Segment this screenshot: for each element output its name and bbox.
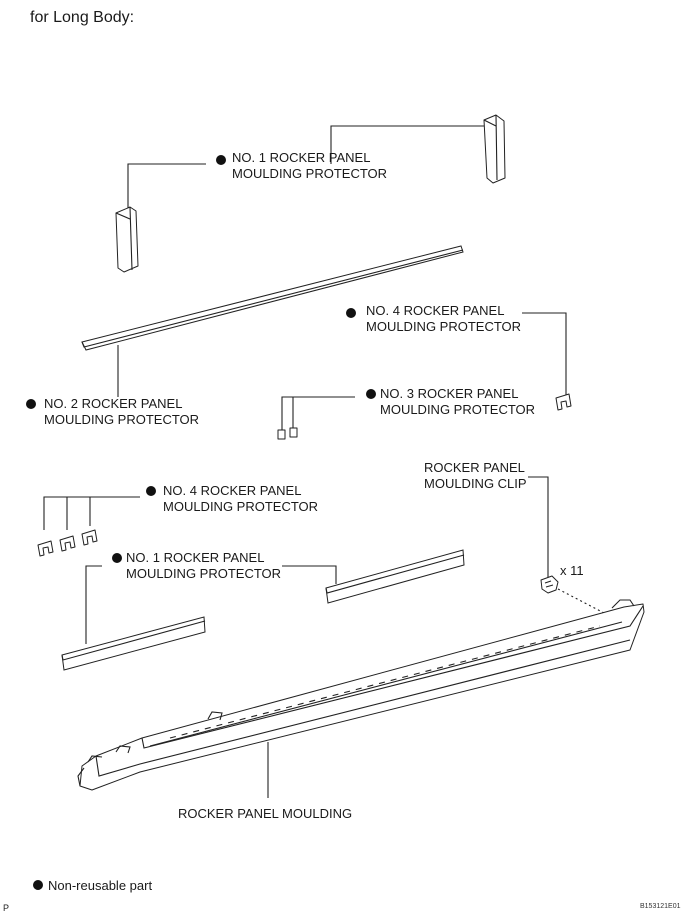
non-reusable-bullet-icon	[112, 553, 122, 563]
leader-line	[85, 565, 102, 644]
label-line: MOULDING PROTECTOR	[380, 402, 535, 417]
no4-protector-left-group: NO. 4 ROCKER PANEL MOULDING PROTECTOR	[37, 483, 318, 557]
legend-text: Non-reusable part	[48, 878, 152, 893]
label-line: NO. 1 ROCKER PANEL	[126, 550, 264, 565]
no4-clip-piece	[59, 535, 76, 552]
no4-clip-piece	[555, 393, 572, 411]
non-reusable-bullet-icon	[216, 155, 226, 165]
label-line: NO. 2 ROCKER PANEL	[44, 396, 182, 411]
non-reusable-bullet-icon	[346, 308, 356, 318]
protector-piece-left	[115, 206, 139, 273]
non-reusable-bullet-icon	[33, 880, 43, 890]
footer-letter: P	[3, 903, 9, 913]
no1-protector-strip-right	[325, 549, 465, 604]
leader-line	[43, 496, 140, 530]
label-line: NO. 4 ROCKER PANEL	[366, 303, 504, 318]
label-line: MOULDING CLIP	[424, 476, 527, 491]
leader-line	[282, 565, 337, 584]
rocker-panel-moulding-part: ROCKER PANEL MOULDING	[77, 599, 645, 821]
non-reusable-bullet-icon	[366, 389, 376, 399]
no3-protector-group: NO. 3 ROCKER PANEL MOULDING PROTECTOR	[277, 386, 535, 440]
legend: Non-reusable part	[33, 878, 152, 893]
label-line: MOULDING PROTECTOR	[163, 499, 318, 514]
moulding-label: ROCKER PANEL MOULDING	[178, 806, 352, 821]
label-line: MOULDING PROTECTOR	[126, 566, 281, 581]
no2-protector-strip	[81, 245, 464, 351]
no2-protector-group: NO. 2 ROCKER PANEL MOULDING PROTECTOR	[26, 245, 464, 427]
label-line: ROCKER PANEL	[424, 460, 525, 475]
label-line: MOULDING PROTECTOR	[366, 319, 521, 334]
leader-line	[528, 476, 549, 578]
leader-line	[127, 163, 206, 210]
non-reusable-bullet-icon	[146, 486, 156, 496]
no4-protector-right-group: NO. 4 ROCKER PANEL MOULDING PROTECTOR	[346, 303, 572, 411]
no4-clip-piece	[37, 540, 54, 557]
label-line: MOULDING PROTECTOR	[44, 412, 199, 427]
leader-line	[330, 125, 487, 164]
assembly-guide-line	[557, 588, 607, 615]
label-line: NO. 4 ROCKER PANEL	[163, 483, 301, 498]
no3-piece	[277, 429, 286, 440]
label-line: MOULDING PROTECTOR	[232, 166, 387, 181]
no3-piece	[289, 427, 298, 438]
leader-line	[281, 396, 355, 430]
clip-group: ROCKER PANEL MOULDING CLIP x 11	[424, 460, 607, 615]
figure-code: B153121E01	[640, 903, 681, 910]
label-line: NO. 3 ROCKER PANEL	[380, 386, 518, 401]
diagram-title: for Long Body:	[30, 9, 134, 26]
label-line: NO. 1 ROCKER PANEL	[232, 150, 370, 165]
no1-protector-strip-left	[61, 616, 206, 671]
non-reusable-bullet-icon	[26, 399, 36, 409]
no1-protector-top-group: NO. 1 ROCKER PANEL MOULDING PROTECTOR	[115, 114, 506, 273]
leader-line	[522, 312, 567, 397]
clip-quantity: x 11	[560, 563, 584, 578]
protector-piece-right	[483, 114, 506, 184]
moulding-clip-part	[540, 575, 559, 594]
no1-protector-lower-group: NO. 1 ROCKER PANEL MOULDING PROTECTOR	[61, 549, 465, 671]
no4-clip-piece	[81, 529, 98, 546]
